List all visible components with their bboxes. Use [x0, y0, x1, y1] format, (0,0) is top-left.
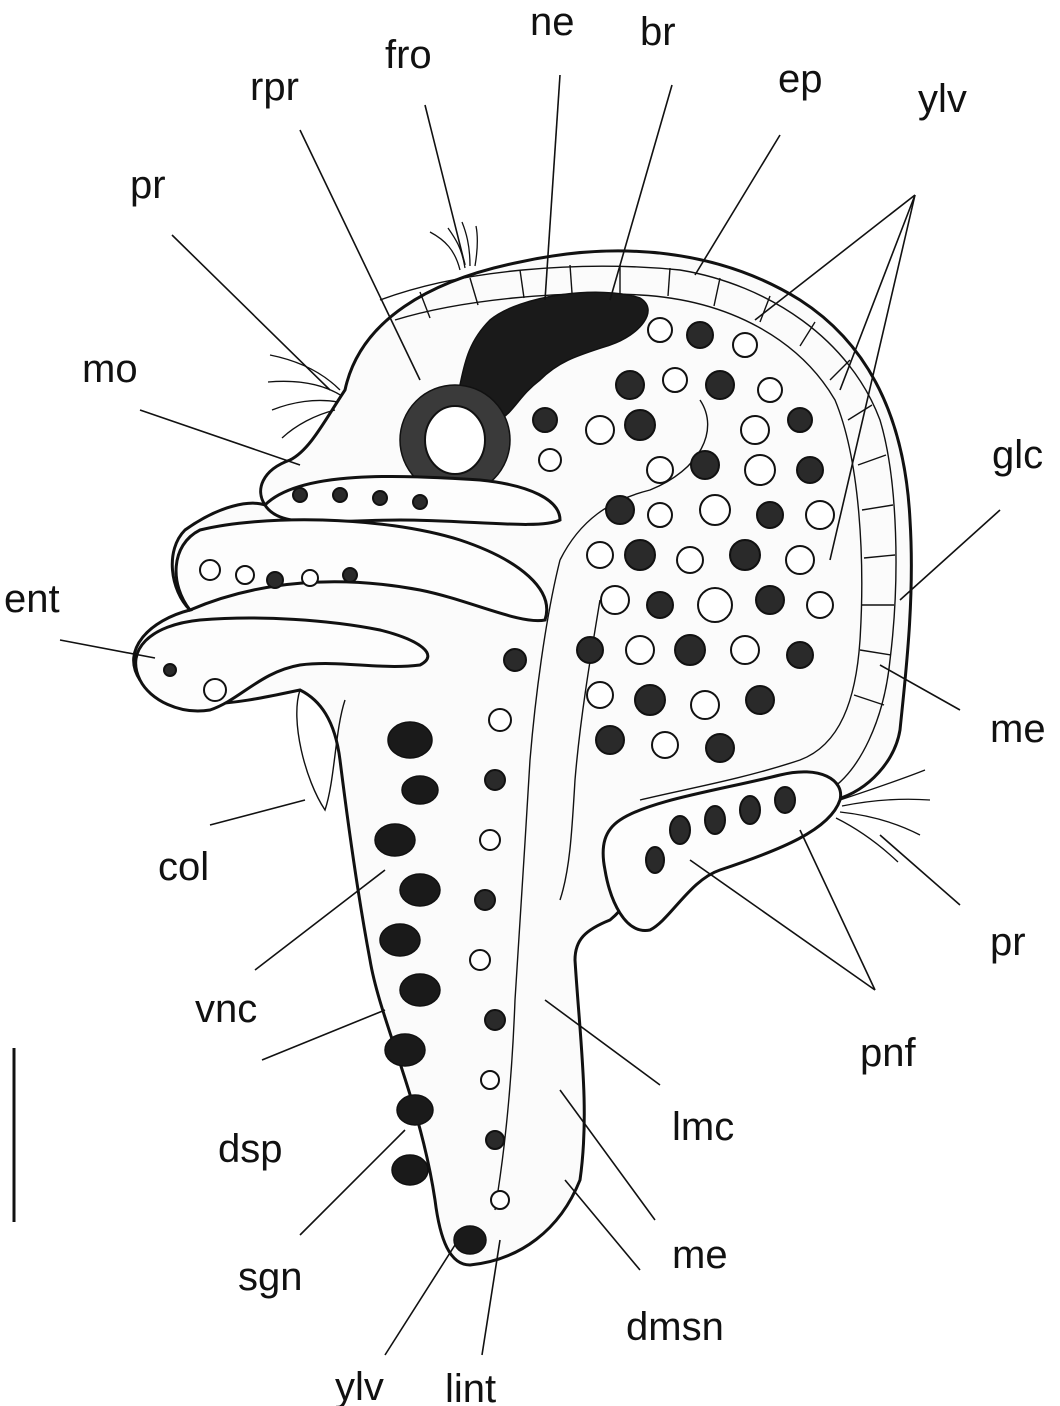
label-dsp: dsp	[218, 1127, 283, 1171]
label-lmc: lmc	[672, 1105, 734, 1149]
label-me-right: me	[990, 707, 1046, 751]
label-br: br	[640, 10, 676, 54]
label-rpr: rpr	[250, 65, 299, 109]
label-ep: ep	[778, 57, 823, 101]
label-me-lower: me	[672, 1233, 728, 1277]
label-mo: mo	[82, 347, 138, 391]
label-col: col	[158, 845, 209, 889]
label-vnc: vnc	[195, 987, 257, 1031]
specimen-body	[134, 222, 930, 1265]
label-glc: glc	[992, 433, 1043, 477]
label-ylv-bottom: ylv	[335, 1365, 384, 1406]
label-fro: fro	[385, 33, 432, 77]
head-outline	[134, 251, 912, 1265]
label-dmsn: dmsn	[626, 1305, 724, 1349]
label-sgn: sgn	[238, 1255, 303, 1299]
cilia-top	[430, 222, 477, 270]
label-ent: ent	[4, 577, 60, 621]
label-pnf: pnf	[860, 1031, 916, 1075]
label-pr-left: pr	[130, 163, 166, 207]
ganglion-core	[425, 406, 485, 474]
label-lint: lint	[445, 1367, 496, 1406]
label-pr-right: pr	[990, 920, 1026, 964]
label-ylv-top: ylv	[918, 77, 967, 121]
label-ne: ne	[530, 0, 575, 44]
